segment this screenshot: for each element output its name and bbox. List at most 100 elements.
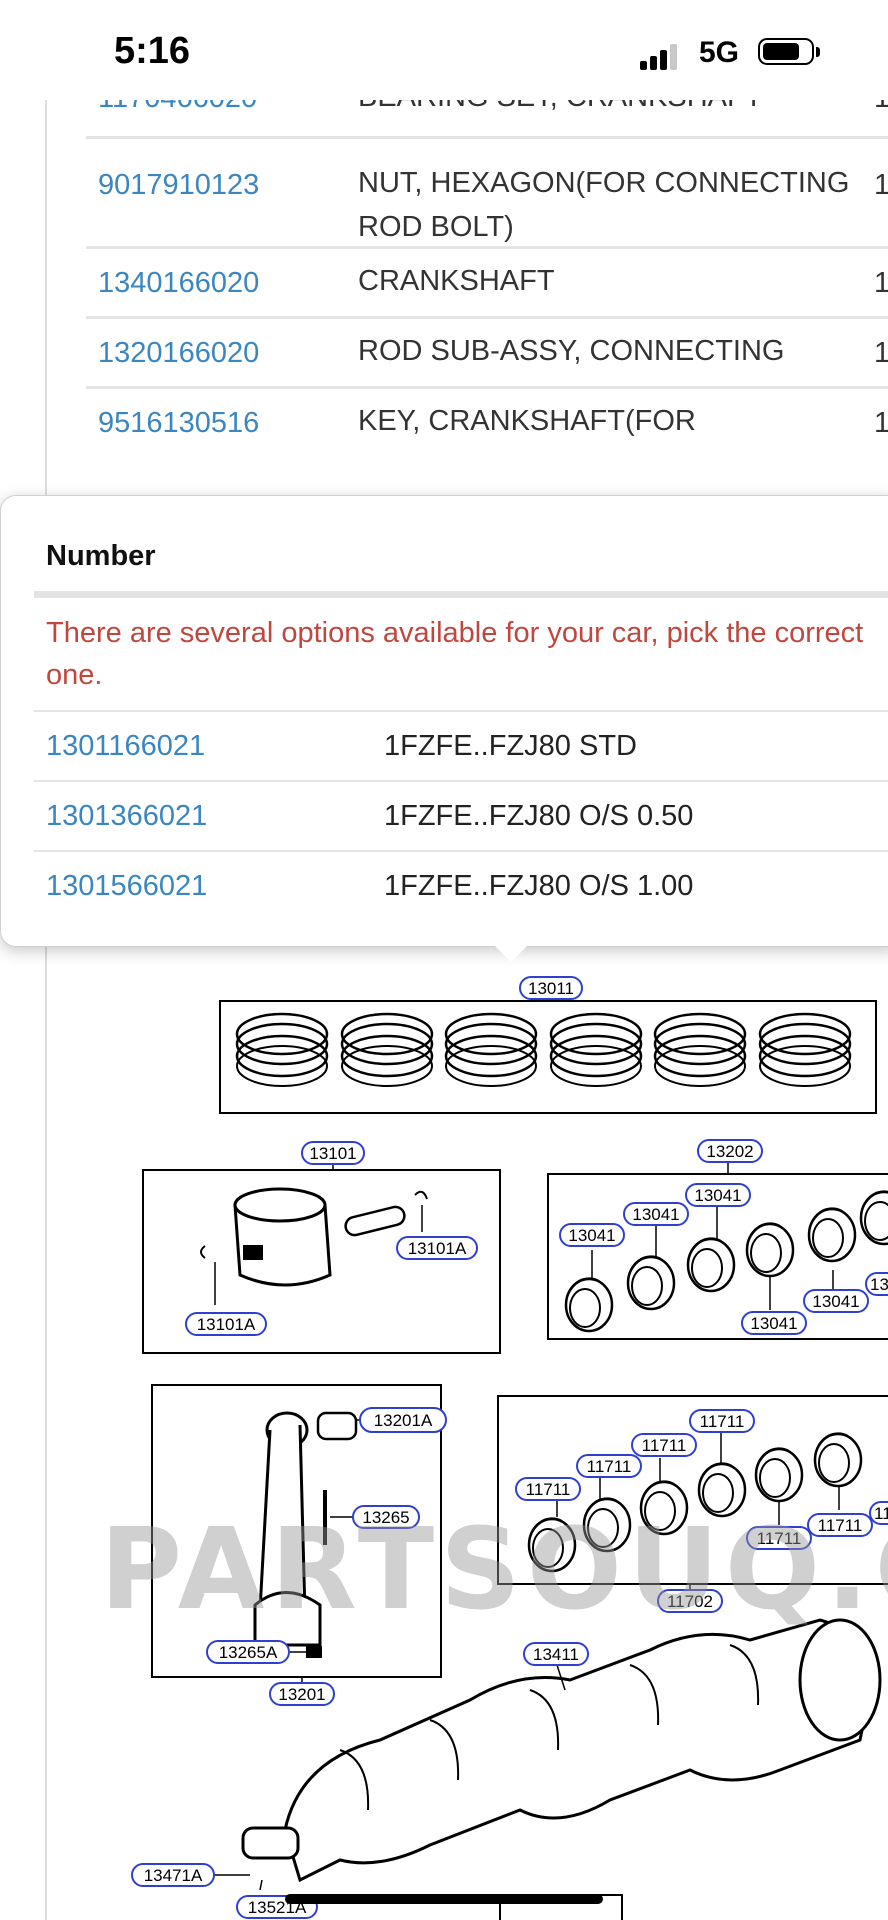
callout-label[interactable]: 13101 (301, 1141, 365, 1165)
part-name: KEY, CRANKSHAFT(FOR (358, 405, 696, 437)
parts-table: 1170466020 BEARING SET, CRANKSHAFT 1 901… (86, 100, 888, 489)
callout-label[interactable]: 11711 (746, 1526, 812, 1550)
svg-text:13201: 13201 (278, 1685, 325, 1704)
main-bearing-set (497, 1395, 888, 1585)
table-row[interactable]: 1320166020 ROD SUB-ASSY, CONNECTING 1 (86, 319, 888, 389)
part-qty: 1 (874, 169, 888, 201)
callout-label[interactable]: 11711 (631, 1433, 697, 1457)
svg-text:13265A: 13265A (219, 1643, 278, 1662)
status-bar: 5:16 5G (0, 0, 888, 100)
home-indicator[interactable] (285, 1894, 603, 1904)
part-name: CRANKSHAFT (358, 265, 555, 297)
svg-text:11711: 11711 (757, 1529, 802, 1548)
svg-text:13201A: 13201A (374, 1411, 433, 1430)
page-border (45, 100, 47, 1920)
callout-label[interactable]: 13041 (685, 1183, 751, 1207)
callout-label[interactable]: 11702 (657, 1589, 723, 1613)
popover-title: Number (46, 540, 156, 572)
divider (34, 591, 888, 598)
svg-text:11711: 11711 (526, 1480, 571, 1499)
part-number-link[interactable]: 1170466020 (98, 100, 257, 115)
svg-text:13265: 13265 (362, 1508, 409, 1527)
callout-label[interactable]: 11711 (515, 1477, 581, 1501)
svg-text:13041: 13041 (632, 1205, 679, 1224)
callout-label[interactable]: 13202 (697, 1139, 763, 1163)
callout-label[interactable]: 13041 (559, 1223, 625, 1247)
callout-label[interactable]: 13201 (269, 1682, 335, 1706)
clock: 5:16 (114, 30, 191, 72)
table-row[interactable]: 9516130516 KEY, CRANKSHAFT(FOR 1 (86, 389, 888, 489)
part-name: NUT, HEXAGON(FOR CONNECTING ROD BOLT) (358, 167, 850, 243)
option-number-link[interactable]: 1301366021 (46, 800, 208, 832)
callout-label[interactable]: 13011 (519, 976, 583, 1000)
callout-label[interactable]: 13471A (131, 1863, 215, 1887)
svg-text:11711: 11711 (587, 1457, 632, 1476)
popover-message: There are several options available for … (46, 617, 864, 691)
svg-text:13041: 13041 (750, 1314, 797, 1333)
part-number-link[interactable]: 1340166020 (98, 267, 260, 299)
svg-text:11711: 11711 (700, 1412, 745, 1431)
battery-icon (758, 38, 814, 65)
popover-arrow (489, 940, 533, 962)
network-type: 5G (699, 36, 740, 69)
part-number-link[interactable]: 9017910123 (98, 169, 260, 201)
callout-label[interactable]: 13265 (352, 1505, 420, 1529)
callout-label[interactable]: 13101A (396, 1236, 478, 1260)
svg-text:13411: 13411 (533, 1645, 579, 1664)
callout-label[interactable]: 13265A (206, 1640, 290, 1664)
svg-text:13471A: 13471A (144, 1866, 203, 1885)
watermark: PARTSOUQ.CO (100, 1505, 888, 1635)
svg-text:13041: 13041 (694, 1186, 741, 1205)
callout-label[interactable]: 13041 (741, 1311, 807, 1335)
callout-label[interactable]: 11711 (576, 1454, 642, 1478)
svg-text:13101: 13101 (309, 1144, 356, 1163)
part-qty: 1 (874, 407, 888, 439)
rod-bearing-set (547, 1173, 888, 1340)
option-number-link[interactable]: 1301166021 (46, 730, 206, 762)
part-qty: 1 (874, 100, 888, 115)
svg-text:11: 11 (874, 1504, 888, 1523)
option-description: 1FZFE..FZJ80 O/S 1.00 (384, 870, 694, 902)
table-row[interactable]: 9017910123 NUT, HEXAGON(FOR CONNECTING R… (86, 139, 888, 249)
table-row[interactable]: 1340166020 CRANKSHAFT 1 (86, 249, 888, 319)
part-qty: 1 (874, 267, 888, 299)
callout-label[interactable]: 13101A (185, 1312, 267, 1336)
leader-lines (213, 998, 840, 1891)
svg-text:13011: 13011 (528, 979, 574, 998)
diagram-callouts: 13011 13101 13101A 13101A 13202 13041 13… (131, 976, 888, 1919)
option-row[interactable]: 1301566021 1FZFE..FZJ80 O/S 1.00 (34, 850, 888, 922)
svg-text:11702: 11702 (667, 1592, 713, 1611)
callout-label[interactable]: 130 (865, 1272, 888, 1296)
option-number-link[interactable]: 1301566021 (46, 870, 208, 902)
option-row[interactable]: 1301166021 1FZFE..FZJ80 STD (34, 710, 888, 782)
svg-text:13101A: 13101A (197, 1315, 256, 1334)
callout-label[interactable]: 13411 (523, 1642, 589, 1666)
callout-label[interactable]: 13041 (623, 1202, 689, 1226)
part-options-popover (0, 495, 888, 947)
callout-label[interactable]: 11 (869, 1501, 888, 1525)
crankshaft-illustration (241, 1618, 882, 1920)
battery-cap (816, 47, 820, 57)
option-row[interactable]: 1301366021 1FZFE..FZJ80 O/S 0.50 (34, 780, 888, 852)
table-row[interactable]: 1170466020 BEARING SET, CRANKSHAFT 1 (86, 100, 888, 139)
part-number-link[interactable]: 1320166020 (98, 337, 260, 369)
connecting-rod-assembly (151, 1384, 442, 1678)
svg-text:130: 130 (870, 1275, 888, 1294)
callout-label[interactable]: 13041 (803, 1289, 869, 1313)
svg-text:13202: 13202 (706, 1142, 753, 1161)
part-qty: 1 (874, 337, 888, 369)
svg-text:13101A: 13101A (408, 1239, 467, 1258)
callout-label[interactable]: 13201A (359, 1407, 447, 1433)
callout-label[interactable]: 11711 (689, 1409, 755, 1433)
piston-assembly (142, 1169, 501, 1354)
option-description: 1FZFE..FZJ80 O/S 0.50 (384, 800, 694, 832)
part-number-link[interactable]: 9516130516 (98, 407, 260, 439)
svg-text:11711: 11711 (642, 1436, 687, 1455)
option-description: 1FZFE..FZJ80 STD (384, 730, 637, 762)
part-name: BEARING SET, CRANKSHAFT (358, 100, 888, 119)
svg-text:11711: 11711 (818, 1516, 863, 1535)
piston-ring-set (219, 1000, 877, 1114)
svg-text:13041: 13041 (568, 1226, 615, 1245)
cellular-signal-icon (640, 44, 684, 70)
callout-label[interactable]: 11711 (807, 1513, 873, 1537)
